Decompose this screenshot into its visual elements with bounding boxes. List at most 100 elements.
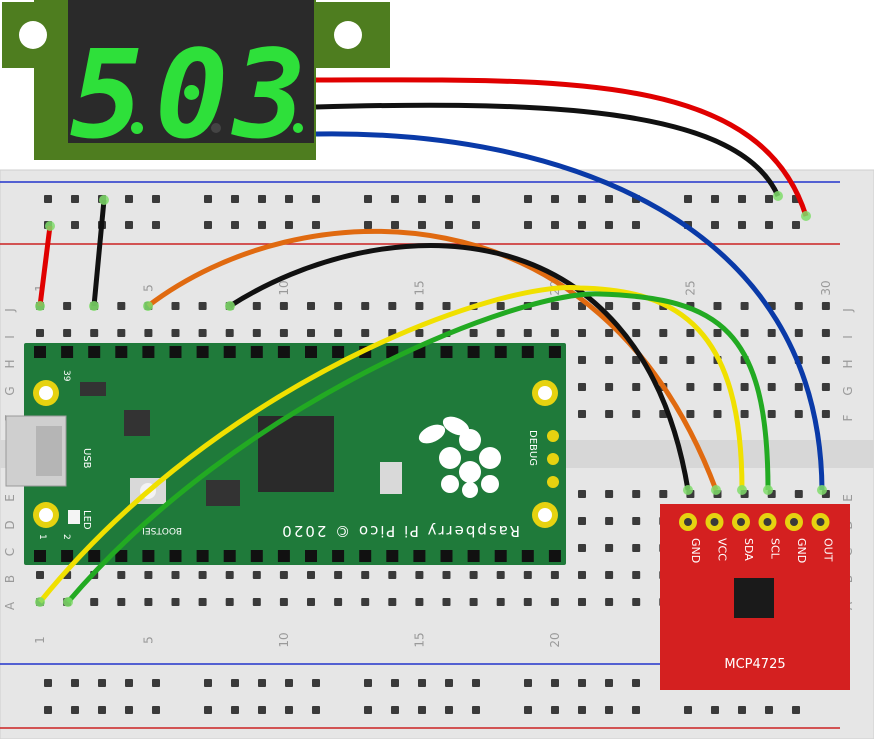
- breadboard-hole: [765, 195, 773, 203]
- breadboard-hole: [767, 329, 776, 337]
- orange-wire-vcc: [146, 228, 719, 491]
- breadboard-hole: [361, 571, 370, 579]
- breadboard-hole: [442, 302, 451, 310]
- breadboard-hole: [605, 544, 614, 552]
- pico-pin-pad: [413, 550, 426, 562]
- breadboard-hole: [364, 195, 372, 203]
- breadboard-hole: [740, 302, 749, 310]
- row-label: J: [3, 308, 17, 313]
- debug-pad: [547, 453, 559, 465]
- breadboard-hole: [279, 302, 288, 310]
- breadboard-hole: [711, 195, 719, 203]
- breadboard-hole: [472, 679, 480, 687]
- breadboard-hole: [551, 221, 559, 229]
- breadboard-hole: [71, 679, 79, 687]
- wire-end: [35, 597, 45, 607]
- breadboard-hole: [578, 356, 586, 364]
- breadboard-hole: [125, 679, 133, 687]
- breadboard-hole: [740, 383, 749, 391]
- breadboard-hole: [767, 410, 776, 418]
- wire-end: [773, 191, 783, 201]
- red-wire-voltmeter: [315, 77, 809, 217]
- breadboard-hole: [578, 490, 586, 498]
- breadboard-hole: [472, 706, 480, 714]
- breadboard-hole: [445, 679, 453, 687]
- pico-pin-pad: [494, 346, 507, 358]
- voltmeter-mount-hole-right: [334, 21, 362, 49]
- breadboard-hole: [550, 571, 559, 579]
- voltmeter-dp-3: [293, 123, 303, 133]
- pico-pin-pad: [467, 346, 480, 358]
- breadboard-hole: [632, 571, 641, 579]
- pico-pin-pad: [386, 550, 399, 562]
- breadboard-hole: [794, 302, 803, 310]
- voltmeter-digit-1: 5: [70, 24, 143, 166]
- breadboard-hole: [632, 383, 641, 391]
- breadboard-hole: [740, 410, 749, 418]
- breadboard-hole: [686, 383, 695, 391]
- breadboard-hole: [632, 544, 641, 552]
- breadboard-hole: [144, 571, 153, 579]
- red-jumper: [37, 225, 53, 307]
- breadboard-hole: [632, 598, 641, 606]
- breadboard-hole: [44, 195, 52, 203]
- usb-label: USB: [81, 448, 92, 469]
- breadboard-hole: [605, 706, 613, 714]
- pico-pin-pad: [88, 550, 101, 562]
- breadboard-hole: [144, 598, 153, 606]
- breadboard-hole: [659, 356, 668, 364]
- column-label: 10: [277, 632, 291, 647]
- breadboard-hole: [605, 329, 614, 337]
- column-label: 10: [277, 280, 291, 295]
- breadboard-hole: [578, 195, 586, 203]
- breadboard-hole: [225, 598, 234, 606]
- pico-pin-pad: [548, 550, 561, 562]
- wire-end: [817, 485, 827, 495]
- breadboard-hole: [524, 679, 532, 687]
- row-label: E: [841, 494, 855, 502]
- breadboard-hole: [496, 571, 505, 579]
- dac-chip: [734, 578, 774, 618]
- pico-pin-pad: [196, 550, 209, 562]
- breadboard-hole: [605, 383, 614, 391]
- flash-chip: [124, 410, 150, 436]
- column-label: 15: [412, 632, 426, 647]
- breadboard-hole: [472, 221, 480, 229]
- pin-2-label: 2: [61, 534, 71, 540]
- column-label: 20: [548, 632, 562, 647]
- breadboard-hole: [469, 598, 478, 606]
- breadboard-hole: [204, 706, 212, 714]
- breadboard-hole: [198, 598, 207, 606]
- breadboard-hole: [198, 302, 207, 310]
- black-wire-gnd: [228, 243, 691, 491]
- breadboard-hole: [605, 679, 613, 687]
- breadboard-hole: [258, 195, 266, 203]
- breadboard-hole: [523, 329, 532, 337]
- breadboard-hole: [258, 706, 266, 714]
- pico-pin-pad: [359, 550, 372, 562]
- breadboard-hole: [794, 490, 803, 498]
- row-label: H: [3, 359, 17, 368]
- breadboard-hole: [63, 329, 72, 337]
- breadboard-hole: [469, 571, 478, 579]
- breadboard-hole: [171, 329, 180, 337]
- breadboard-hole: [578, 706, 586, 714]
- breadboard-hole: [711, 706, 719, 714]
- breadboard-hole: [388, 598, 397, 606]
- breadboard-hole: [524, 706, 532, 714]
- breadboard-hole: [496, 302, 505, 310]
- breadboard-hole: [391, 195, 399, 203]
- breadboard-hole: [312, 706, 320, 714]
- breadboard-hole: [252, 329, 261, 337]
- breadboard-hole: [225, 329, 234, 337]
- breadboard-hole: [821, 410, 830, 418]
- pico-board-text: Raspberry Pi Pico © 2020: [280, 522, 520, 540]
- pico-pin-pad: [142, 550, 155, 562]
- breadboard-hole: [418, 195, 426, 203]
- pico-pin-pad: [305, 550, 317, 562]
- row-label: H: [841, 359, 855, 368]
- breadboard-hole: [258, 221, 266, 229]
- breadboard-hole: [198, 329, 207, 337]
